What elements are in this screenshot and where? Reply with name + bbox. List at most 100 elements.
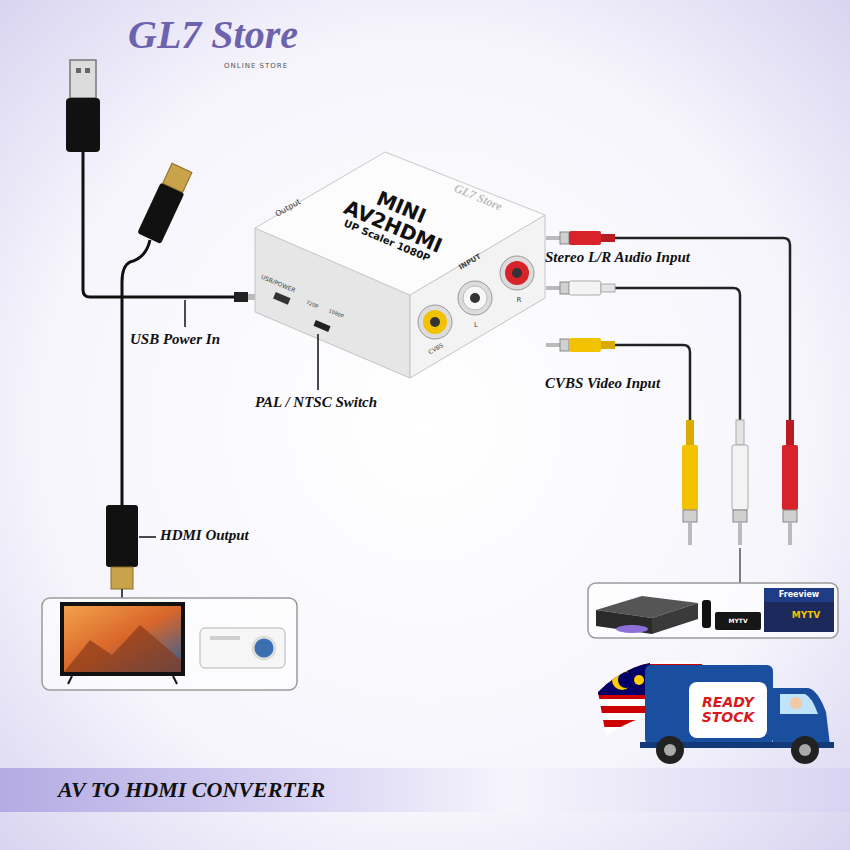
rca-port <box>418 305 452 339</box>
converter-box <box>255 152 545 390</box>
truck-cargo <box>645 665 773 745</box>
hdmi-plug-body <box>106 505 138 567</box>
plug-body <box>569 281 601 295</box>
mini-usb-tip <box>248 294 255 300</box>
usb-wire <box>83 152 236 297</box>
display-panel <box>42 598 297 690</box>
driver <box>790 697 802 709</box>
plug-ring <box>560 232 569 244</box>
hdmi-plug-top <box>137 162 194 244</box>
rca-port-ring <box>463 286 487 310</box>
hdmi-wire <box>122 240 150 505</box>
tv-foot <box>173 676 177 684</box>
disc <box>616 625 648 633</box>
plug-relief <box>601 341 615 349</box>
callout-label: HDMI Output <box>160 527 249 544</box>
tv-screen <box>64 606 181 672</box>
flag-star <box>634 675 644 685</box>
rca-port-ring <box>423 310 447 334</box>
flag-crescent-cut <box>618 672 634 688</box>
callout-label: USB Power In <box>130 331 220 348</box>
title-banner: AV TO HDMI CONVERTER <box>0 768 850 812</box>
rca-port-hole <box>512 268 522 278</box>
mini-usb-plug <box>234 292 248 302</box>
usb-plug-hole <box>85 68 90 73</box>
usb-plug-body <box>66 98 100 152</box>
source-lead <box>739 548 741 583</box>
wheel <box>656 736 684 764</box>
stock-badge: READY STOCK <box>693 695 763 724</box>
usb-cable <box>66 60 255 327</box>
leader-line <box>184 300 186 327</box>
flag-stripe <box>595 650 705 657</box>
rca-port <box>500 256 534 290</box>
rca-wire <box>615 238 790 420</box>
port-label: L <box>474 321 478 329</box>
source-panel <box>588 583 838 638</box>
plug-relief <box>601 284 615 292</box>
hdmi-plug-metal <box>111 567 133 589</box>
box-top-face <box>255 152 545 295</box>
rca-port-ring <box>505 261 529 285</box>
hdmi-plug-metal <box>163 163 192 192</box>
package-text: Freeview <box>779 590 820 599</box>
callout-label: Stereo L/R Audio Input <box>545 249 690 266</box>
plug-pin <box>688 522 692 545</box>
store-tagline: ONLINE STORE <box>224 62 288 70</box>
plug-body <box>732 445 748 510</box>
plug-pin <box>546 343 560 347</box>
rca-cables <box>546 231 798 583</box>
dvd-side <box>652 603 698 634</box>
projector-lens <box>253 637 275 659</box>
rca-port <box>458 281 492 315</box>
package-box <box>764 588 834 632</box>
rca-plug-white <box>732 420 748 545</box>
callout-label: CVBS Video Input <box>545 375 660 392</box>
plug-ring <box>560 339 569 351</box>
truck-window <box>780 694 818 714</box>
usb-port <box>273 292 290 305</box>
rca-port-hole <box>470 293 480 303</box>
usb-plug-metal <box>70 60 96 98</box>
rca-plug-red <box>546 231 615 245</box>
badge-ground <box>689 682 767 738</box>
tv-frame <box>60 602 185 676</box>
device-brand: MYTV <box>728 618 747 625</box>
rca-plug-white <box>546 281 615 295</box>
rca-plug-yellow <box>682 420 698 545</box>
plug-ring <box>683 510 697 522</box>
plug-ring <box>560 282 569 294</box>
set-top-box <box>715 612 761 630</box>
port-label: R <box>517 296 522 304</box>
hub <box>664 744 676 756</box>
wheel <box>791 736 819 764</box>
flag-canton <box>595 645 650 695</box>
projector-body <box>200 628 285 668</box>
plug-pin <box>788 522 792 545</box>
rca-plug-yellow <box>546 338 615 352</box>
plug-ring <box>783 510 797 522</box>
hdmi-lead <box>121 589 123 598</box>
dvd-front <box>596 610 652 634</box>
plug-ring <box>733 510 747 522</box>
hub <box>799 744 811 756</box>
plug-relief <box>686 420 694 445</box>
rca-plug-red <box>782 420 798 545</box>
tv-foot <box>68 676 72 684</box>
projector-vent <box>210 636 240 640</box>
plug-pin <box>546 236 560 240</box>
usb-plug-hole <box>76 68 81 73</box>
store-logo: GL7 Store <box>128 12 298 58</box>
package-text: MYTV <box>792 610 821 620</box>
package-stripe <box>764 588 834 602</box>
leader-line <box>317 334 319 390</box>
plug-body <box>569 231 601 245</box>
plug-pin <box>738 522 742 545</box>
plug-pin <box>546 286 560 290</box>
switch <box>313 320 330 332</box>
rca-wire <box>615 288 740 420</box>
leader-line <box>139 536 156 538</box>
hdmi-plug-body <box>137 182 184 244</box>
